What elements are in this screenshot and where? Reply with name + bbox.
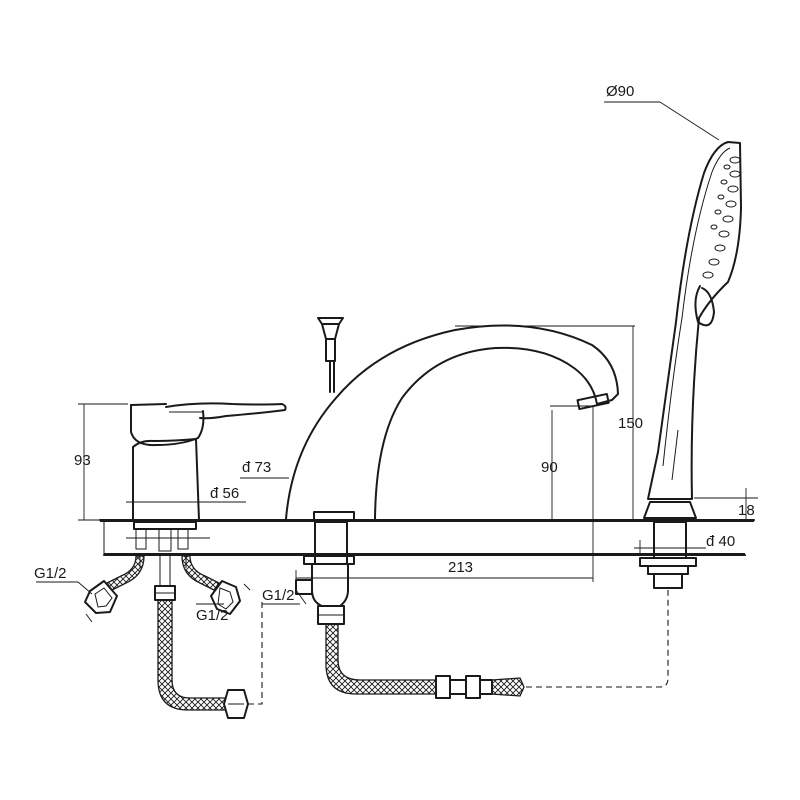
label-base-mixer: đ 56 xyxy=(210,485,239,502)
label-height-lever: 93 xyxy=(74,452,91,469)
dimension-lines xyxy=(36,101,758,623)
spout-shank xyxy=(295,521,437,695)
hex-nut-bottom xyxy=(223,689,249,719)
label-height-holder: 18 xyxy=(738,502,755,519)
handshower xyxy=(647,141,742,500)
deck-plate xyxy=(99,519,755,556)
label-height-spout-top: 150 xyxy=(618,415,643,432)
label-dia-handshower: Ø90 xyxy=(606,83,634,100)
diverter-knob xyxy=(317,317,344,393)
label-thread-diverter: G1/2 xyxy=(262,587,295,604)
hex-nut-left xyxy=(84,580,118,614)
dimension-labels: Ø90 93 đ 56 đ 73 90 150 213 18 đ 40 G1/2… xyxy=(34,83,755,624)
spout xyxy=(285,324,619,521)
label-height-spout-outlet: 90 xyxy=(541,459,558,476)
hose-coupling xyxy=(435,675,525,699)
mixer-connectors xyxy=(106,528,229,711)
spray-nozzles xyxy=(702,156,741,279)
hex-nut-right xyxy=(210,580,241,615)
label-thread-left: G1/2 xyxy=(34,565,67,582)
handshower-holder xyxy=(639,501,697,589)
connection-lines xyxy=(248,590,669,705)
label-base-holder: đ 40 xyxy=(706,533,735,550)
label-thread-right: G1/2 xyxy=(196,607,229,624)
label-reach-spout: 213 xyxy=(448,559,473,576)
label-base-spout: đ 73 xyxy=(242,459,271,476)
